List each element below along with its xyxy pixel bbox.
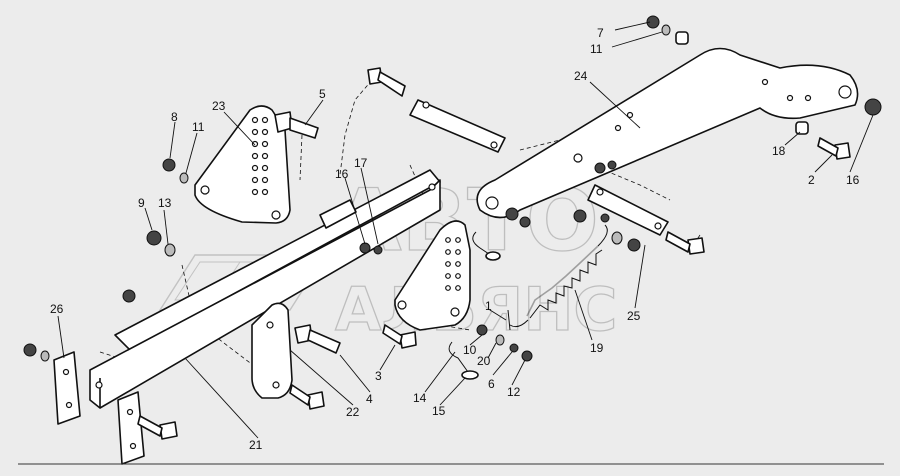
label-18: 18 bbox=[772, 144, 786, 158]
part-19-spring bbox=[509, 224, 608, 328]
label-12: 12 bbox=[507, 385, 521, 399]
part-center-bracket bbox=[394, 220, 471, 331]
label-23: 23 bbox=[212, 99, 226, 113]
bracket-23-holes bbox=[251, 116, 269, 196]
label-10: 10 bbox=[463, 343, 477, 357]
label-22: 22 bbox=[346, 405, 360, 419]
label-11-top: 11 bbox=[590, 42, 603, 56]
part-21-beam bbox=[89, 169, 441, 409]
part-24-arm bbox=[476, 47, 859, 219]
part-23-bracket bbox=[194, 105, 291, 224]
label-5: 5 bbox=[319, 87, 326, 101]
label-24: 24 bbox=[574, 69, 588, 83]
label-9: 9 bbox=[138, 196, 145, 210]
label-19: 19 bbox=[590, 341, 604, 355]
label-16-right: 16 bbox=[846, 173, 860, 187]
part-labels: 7 11 24 5 23 8 11 17 16 9 13 18 2 16 25 … bbox=[50, 26, 860, 452]
label-13: 13 bbox=[158, 196, 172, 210]
label-11-left: 11 bbox=[192, 120, 205, 134]
label-16-left: 16 bbox=[335, 167, 349, 181]
label-20: 20 bbox=[477, 354, 491, 368]
bolts bbox=[137, 67, 851, 440]
part-25-plate bbox=[587, 184, 669, 236]
nuts-washers bbox=[23, 15, 882, 380]
label-7: 7 bbox=[597, 26, 604, 40]
label-2: 2 bbox=[808, 173, 815, 187]
label-4: 4 bbox=[366, 392, 373, 406]
label-3: 3 bbox=[375, 369, 382, 383]
link-plate-top bbox=[409, 99, 506, 153]
label-26: 26 bbox=[50, 302, 64, 316]
leader-lines bbox=[57, 21, 874, 439]
label-15: 15 bbox=[432, 404, 446, 418]
center-bracket-holes bbox=[445, 237, 461, 291]
watermark-bottom: АЛЬЯНС bbox=[335, 275, 617, 345]
label-17: 17 bbox=[354, 156, 368, 170]
label-25: 25 bbox=[627, 309, 641, 323]
part-22-plate bbox=[251, 302, 293, 399]
label-6: 6 bbox=[488, 377, 495, 391]
part-26-plate bbox=[53, 351, 81, 425]
label-1: 1 bbox=[485, 299, 492, 313]
label-8: 8 bbox=[171, 110, 178, 124]
bottom-plate bbox=[117, 391, 145, 465]
label-14: 14 bbox=[413, 391, 427, 405]
label-21: 21 bbox=[249, 438, 263, 452]
